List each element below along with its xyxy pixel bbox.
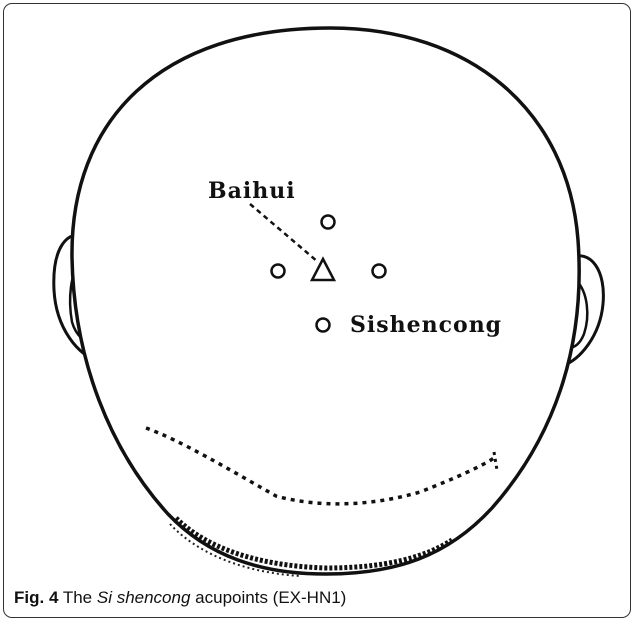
sishencong-label: Sishencong: [350, 312, 502, 338]
sishencong-point-back: [317, 319, 330, 332]
head-outline: [72, 28, 579, 574]
sishencong-point-front: [322, 216, 335, 229]
baihui-label: Baihui: [208, 178, 296, 204]
sishencong-point-left: [272, 265, 285, 278]
caption-italic-term: Si shencong: [97, 588, 191, 607]
sishencong-point-right: [373, 265, 386, 278]
caption-text-before: The: [63, 588, 92, 607]
caption-text-after: acupoints (EX-HN1): [195, 588, 346, 607]
figure-caption: Fig. 4 The Si shencong acupoints (EX-HN1…: [14, 588, 346, 608]
figure-number: Fig. 4: [14, 588, 58, 607]
